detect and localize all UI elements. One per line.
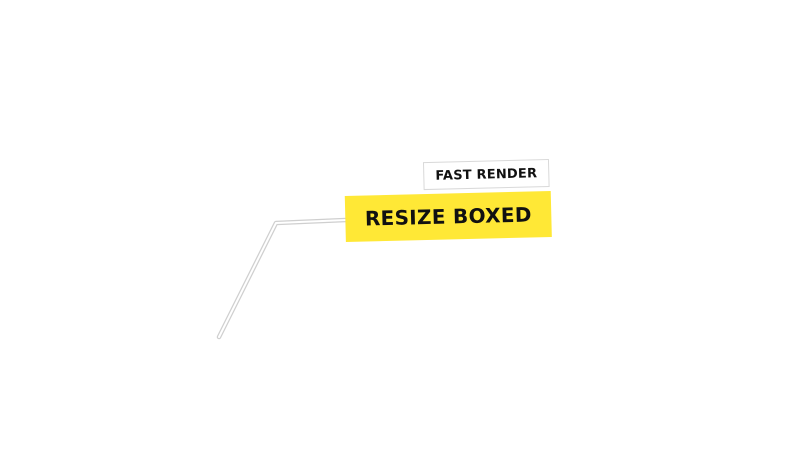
lower-third-title: FAST RENDER RESIZE BOXED (344, 157, 556, 246)
title-label: RESIZE BOXED (364, 202, 532, 231)
leader-line-path (216, 217, 349, 340)
leader-line-inner (218, 219, 347, 338)
title-box: RESIZE BOXED (344, 190, 552, 243)
tag-label: FAST RENDER (435, 165, 538, 184)
tag-box: FAST RENDER (422, 159, 550, 191)
